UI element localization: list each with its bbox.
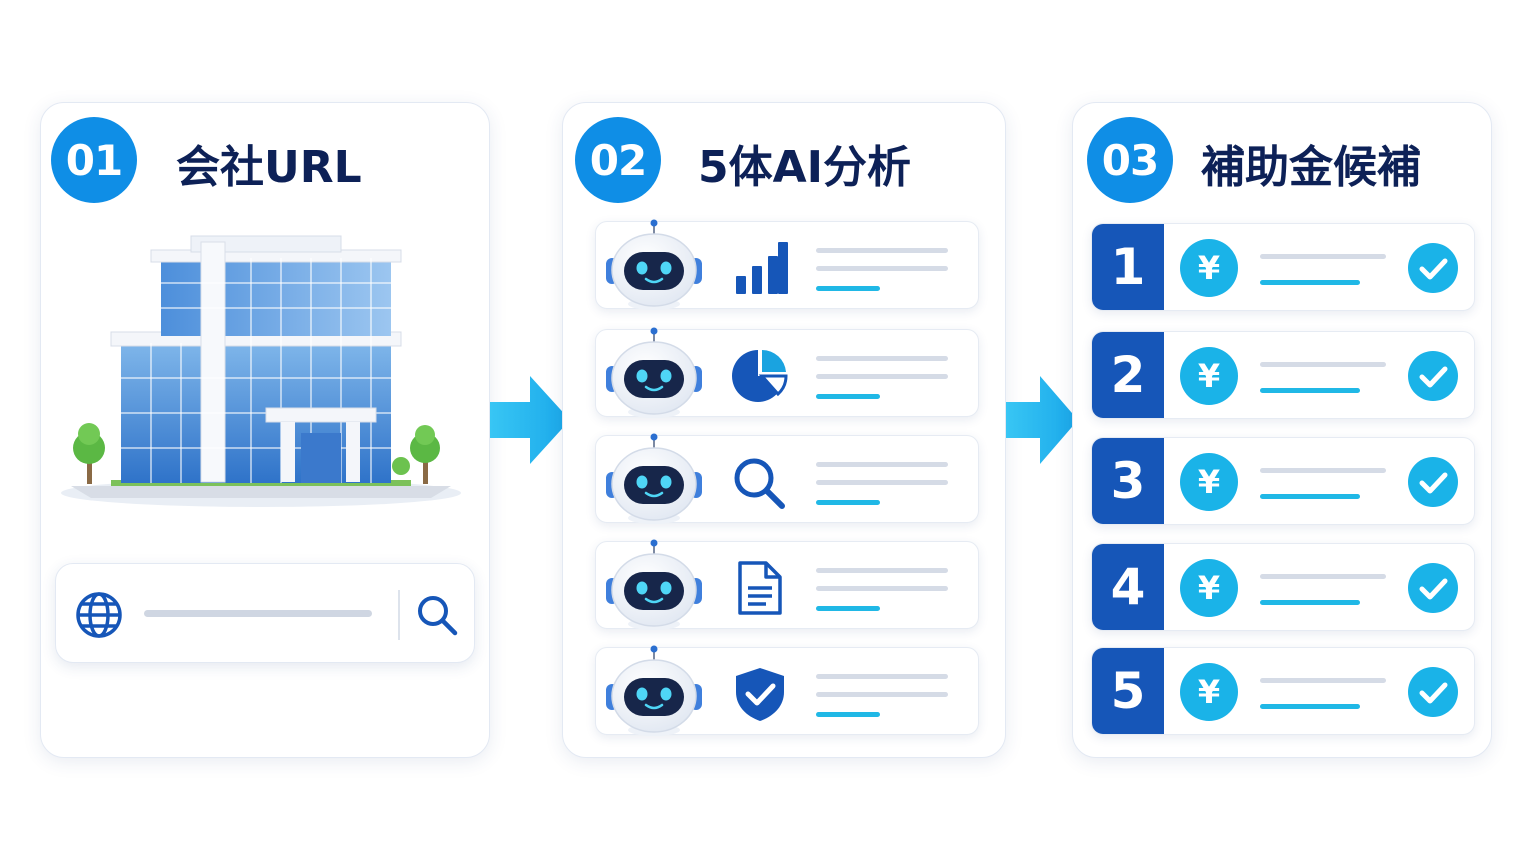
candidate-rank: 5: [1092, 648, 1164, 734]
check-icon: [1408, 351, 1458, 401]
text-placeholder-line: [816, 394, 880, 399]
text-placeholder-line: [816, 266, 948, 271]
check-icon: [1408, 243, 1458, 293]
text-placeholder-line: [816, 712, 880, 717]
check-icon: [1408, 563, 1458, 613]
text-placeholder-line: [816, 674, 948, 679]
ai-agent-row: [595, 329, 979, 417]
text-placeholder-line: [816, 286, 880, 291]
flow-arrow-icon: [490, 376, 570, 464]
candidate-row: 5 ¥: [1091, 647, 1475, 735]
step-number-badge: 02: [575, 117, 661, 203]
text-placeholder-line: [1260, 254, 1386, 259]
step-number-badge: 03: [1087, 117, 1173, 203]
yen-coin-icon: ¥: [1180, 663, 1238, 721]
robot-icon: [602, 324, 706, 420]
text-placeholder-line: [1260, 362, 1386, 367]
yen-coin-icon: ¥: [1180, 559, 1238, 617]
candidate-rank: 2: [1092, 332, 1164, 418]
text-placeholder-line: [816, 692, 948, 697]
text-placeholder-line: [816, 480, 948, 485]
text-placeholder-line: [1260, 574, 1386, 579]
search-icon[interactable]: [414, 592, 460, 638]
step-title: 補助金候補: [1201, 142, 1421, 193]
robot-icon: [602, 216, 706, 312]
text-placeholder-line: [816, 374, 948, 379]
url-placeholder-line: [144, 610, 372, 617]
candidate-row: 1 ¥: [1091, 223, 1475, 311]
text-placeholder-line: [816, 356, 948, 361]
text-placeholder-line: [816, 606, 880, 611]
text-placeholder-line: [816, 248, 948, 253]
text-placeholder-line: [1260, 280, 1360, 285]
shield-check-icon: [736, 668, 784, 721]
step-panel-ai-analysis: 02 5体AI分析: [562, 102, 1006, 758]
candidate-row: 2 ¥: [1091, 331, 1475, 419]
ai-agent-row: [595, 435, 979, 523]
candidate-rank: 3: [1092, 438, 1164, 524]
step-panel-company-url: 01 会社URL: [40, 102, 490, 758]
yen-coin-icon: ¥: [1180, 347, 1238, 405]
candidate-rank: 1: [1092, 224, 1164, 310]
robot-icon: [602, 430, 706, 526]
text-placeholder-line: [816, 568, 948, 573]
flow-arrow-icon: [1006, 376, 1078, 464]
check-icon: [1408, 667, 1458, 717]
step-title: 5体AI分析: [698, 142, 912, 193]
candidate-row: 3 ¥: [1091, 437, 1475, 525]
url-bar-divider: [398, 590, 400, 640]
bar-chart-icon: [736, 242, 788, 294]
robot-icon: [602, 642, 706, 738]
url-input-bar[interactable]: [55, 563, 475, 663]
step-panel-subsidy-candidates: 03 補助金候補 1 ¥ 2 ¥ 3 ¥ 4 ¥ 5 ¥: [1072, 102, 1492, 758]
ai-agent-row: [595, 541, 979, 629]
yen-coin-icon: ¥: [1180, 453, 1238, 511]
text-placeholder-line: [1260, 678, 1386, 683]
text-placeholder-line: [1260, 494, 1360, 499]
text-placeholder-line: [816, 586, 948, 591]
check-icon: [1408, 457, 1458, 507]
candidate-row: 4 ¥: [1091, 543, 1475, 631]
yen-coin-icon: ¥: [1180, 239, 1238, 297]
step-title: 会社URL: [176, 142, 362, 193]
robot-icon: [602, 536, 706, 632]
globe-icon: [76, 592, 122, 638]
ai-agent-row: [595, 647, 979, 735]
text-placeholder-line: [1260, 704, 1360, 709]
text-placeholder-line: [1260, 388, 1360, 393]
text-placeholder-line: [1260, 600, 1360, 605]
step-number-badge: 01: [51, 117, 137, 203]
text-placeholder-line: [816, 500, 880, 505]
ai-agent-row: [595, 221, 979, 309]
text-placeholder-line: [816, 462, 948, 467]
document-icon: [738, 561, 782, 615]
candidate-rank: 4: [1092, 544, 1164, 630]
magnifier-icon: [734, 458, 785, 509]
office-building-illustration: [61, 235, 461, 507]
text-placeholder-line: [1260, 468, 1386, 473]
pie-chart-icon: [732, 349, 788, 402]
